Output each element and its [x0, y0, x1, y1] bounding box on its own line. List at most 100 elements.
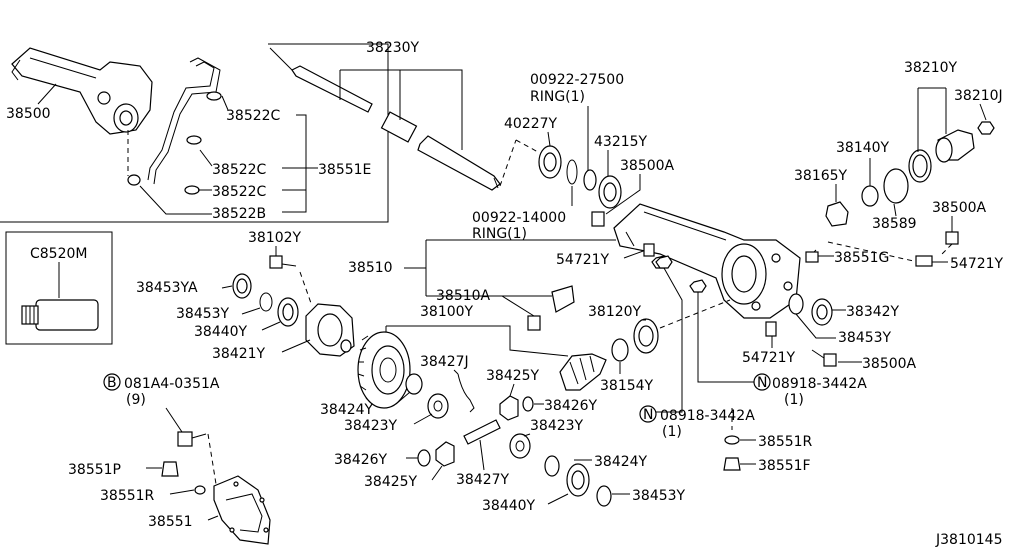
label-38426Y-1: 38426Y [544, 398, 598, 414]
dash-shaft [499, 139, 517, 187]
leader-38423Y-2 [523, 433, 531, 437]
washer-38551R-2 [194, 485, 206, 495]
label-38551E: 38551E [318, 162, 371, 178]
leader-38423Y-1 [413, 413, 433, 425]
leader-38421Y [281, 339, 311, 353]
pinion-gear-38425Y-2 [435, 441, 455, 467]
label-38100Y: 38100Y [420, 304, 474, 320]
leader-38453Y-2 [241, 307, 261, 315]
washer-38424Y-2 [544, 455, 560, 477]
bracket-38551E [282, 114, 318, 213]
plug-38551P [161, 461, 179, 477]
label-38453Y-1: 38453Y [838, 330, 892, 346]
label-43215Y: 43215Y [594, 134, 648, 150]
leader-38424Y-1 [395, 391, 411, 405]
label-38120Y: 38120Y [588, 304, 642, 320]
label-38427Y: 38427Y [456, 472, 510, 488]
dash-cover [207, 433, 217, 485]
bolt-38500A-3-shaft [811, 349, 825, 359]
label-38522C-3: 38522C [212, 184, 267, 200]
dash-ring [515, 139, 539, 153]
circle-b-text: B [107, 375, 117, 391]
label-38423Y-1: 38423Y [344, 418, 398, 434]
label-38551R-2: 38551R [100, 488, 155, 504]
spacer-38154Y [611, 338, 629, 362]
leader-40227Y [547, 131, 551, 147]
label-54721Y-1: 54721Y [556, 252, 610, 268]
bracket-38230Y [339, 69, 463, 150]
leader-38425Y-2 [431, 465, 443, 481]
label-38427J: 38427J [420, 354, 469, 370]
label-08918-3442A-1: 08918-3442A [772, 376, 867, 392]
pin-38427J [457, 373, 475, 413]
breather-tube [127, 57, 222, 195]
label-38551R-1: 38551R [758, 434, 813, 450]
label-38500A-3: 38500A [862, 356, 917, 372]
ring-gear [357, 331, 411, 409]
leader-54721Y-1 [623, 249, 647, 259]
label-54721Y-3: 54721Y [742, 350, 796, 366]
label-38440Y-2: 38440Y [482, 498, 536, 514]
leader-38522B [139, 185, 212, 215]
label-38453YA: 38453YA [136, 280, 198, 296]
pinion-gear-38425Y-1 [499, 395, 519, 421]
label-qty-9: (9) [126, 392, 146, 408]
leader-38440Y-2 [547, 493, 569, 505]
label-38440Y-1: 38440Y [194, 324, 248, 340]
leader-38500A-1 [605, 174, 641, 215]
leader-38210J [979, 103, 987, 121]
label-38210J: 38210J [954, 88, 1003, 104]
label-38522B: 38522B [212, 206, 266, 222]
shim-38453Y-3 [596, 485, 612, 507]
leader-38427Y [479, 439, 485, 471]
axle-housing [613, 203, 801, 319]
label-38453Y-2: 38453Y [176, 306, 230, 322]
diagram-id: J3810145 [935, 532, 1002, 548]
label-081A4-0351A: 081A4-0351A [124, 376, 220, 392]
side-gear-38423Y-2 [509, 433, 531, 459]
label-ring-1a: RING(1) [530, 89, 585, 105]
bracket-38510 [404, 239, 616, 297]
bracket-38210Y [917, 87, 947, 152]
shim-38453Y-1 [788, 293, 804, 315]
label-38551F: 38551F [758, 458, 811, 474]
inset-box [5, 231, 113, 345]
label-38210Y: 38210Y [904, 60, 958, 76]
leader-38453Y-1 [795, 313, 836, 339]
plug-54721Y-1 [643, 243, 655, 257]
leader-38510A [501, 295, 535, 317]
bolt-38510A [527, 315, 541, 331]
label-00922-27500: 00922-27500 [530, 72, 624, 88]
dash-38102Y [299, 271, 313, 307]
leader-38453YA [221, 285, 233, 289]
washer-38424Y-1 [405, 373, 423, 395]
label-38426Y-2: 38426Y [334, 452, 388, 468]
leader-38522C-2 [199, 149, 213, 167]
label-38102Y: 38102Y [248, 230, 302, 246]
bolt-081A4-shaft [191, 433, 207, 439]
label-qty-1b: (1) [662, 424, 682, 440]
bracket-plate-38510A [551, 285, 575, 313]
bolt-081A4 [177, 431, 193, 447]
label-ring-1b: RING(1) [472, 226, 527, 242]
leader-08918-1 [697, 292, 754, 383]
label-38230Y: 38230Y [366, 40, 420, 56]
label-38551G: 38551G [834, 250, 889, 266]
label-38423Y-2: 38423Y [530, 418, 584, 434]
label-38424Y-2: 38424Y [594, 454, 648, 470]
washer-38426Y-1 [522, 396, 534, 412]
bolt-38102Y-shaft [281, 263, 297, 267]
label-38453Y-3: 38453Y [632, 488, 686, 504]
label-38500A-1: 38500A [620, 158, 675, 174]
label-38342Y: 38342Y [846, 304, 900, 320]
nut-08918-1 [689, 279, 707, 293]
circle-n1-text: N [757, 375, 767, 391]
bolt-38500A-1 [591, 211, 605, 227]
washer-38551R-1 [724, 435, 740, 445]
rear-axle-assembly [11, 47, 153, 135]
leader-38551 [207, 515, 219, 521]
label-38500A-2: 38500A [932, 200, 987, 216]
bracket-38100Y [385, 325, 569, 357]
grease-tube [21, 299, 99, 331]
